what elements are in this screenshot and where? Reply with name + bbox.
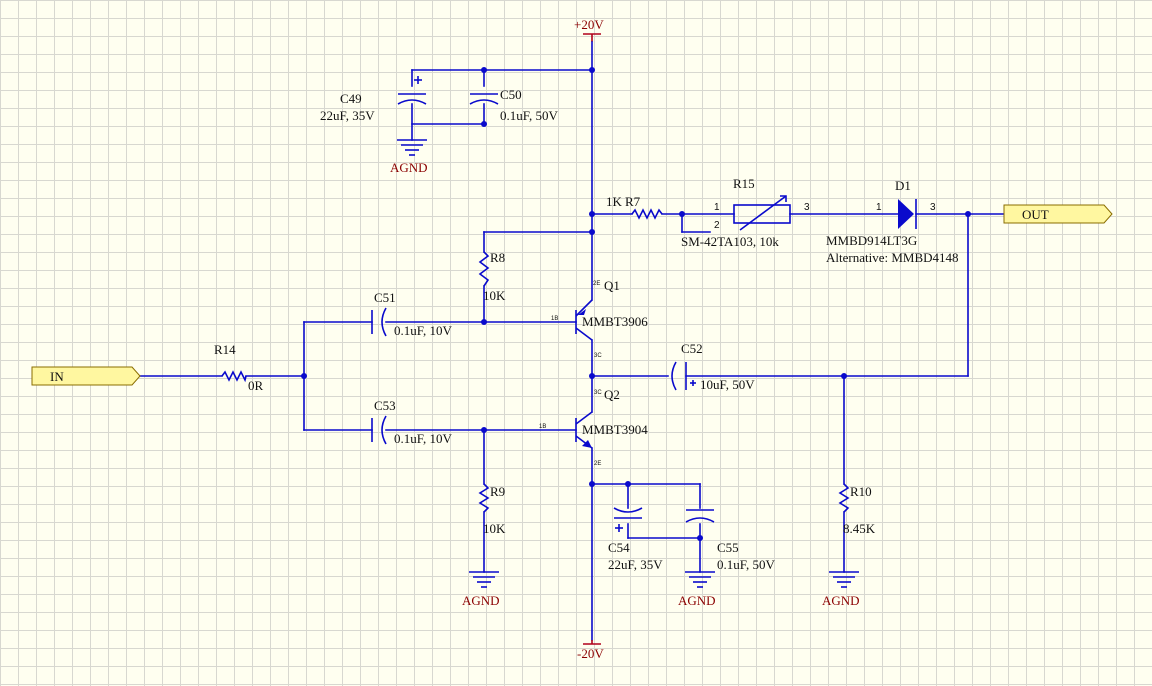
d1-alt: Alternative: MMBD4148 [826,250,959,265]
q1-value: MMBT3906 [582,314,648,329]
q1-pin-b: 1B [551,316,558,322]
gnd-label-2: AGND [462,593,500,608]
r10-ref: R10 [850,484,872,499]
c51-value: 0.1uF, 10V [394,323,452,338]
ground-r10: AGND [822,571,860,608]
r14-value: 0R [248,378,264,393]
capacitor-c53[interactable]: C53 0.1uF, 10V [371,398,452,446]
c53-value: 0.1uF, 10V [394,431,452,446]
potentiometer-r15[interactable]: R15 SM-42TA103, 10k 1 2 3 [681,176,810,249]
r15-value: SM-42TA103, 10k [681,234,779,249]
r7-ref: R7 [625,194,641,209]
r15-ref: R15 [733,176,755,191]
c55-value: 0.1uF, 50V [717,557,775,572]
capacitor-c49[interactable]: C49 22uF, 35V [320,76,427,123]
c54-ref: C54 [608,540,630,555]
junctions [301,67,971,541]
q1-ref: Q1 [604,278,620,293]
diode-d1[interactable]: D1 MMBD914LT3G Alternative: MMBD4148 1 3 [826,178,959,265]
ground-c55: AGND [678,571,716,608]
c53-ref: C53 [374,398,396,413]
q2-ref: Q2 [604,387,620,402]
r15-pin2: 2 [714,220,720,231]
capacitor-c55[interactable]: C55 0.1uF, 50V [685,509,775,572]
c52-value: 10uF, 50V [700,377,755,392]
resistor-r9[interactable]: R9 10K [478,483,506,536]
q2-pin-b: 1B [539,424,546,430]
gnd-label-1: AGND [390,160,428,175]
c50-value: 0.1uF, 50V [500,108,558,123]
gnd-label-3: AGND [678,593,716,608]
c52-ref: C52 [681,341,703,356]
c49-value: 22uF, 35V [320,108,375,123]
c50-ref: C50 [500,87,522,102]
gnd-label-4: AGND [822,593,860,608]
resistor-r10[interactable]: R10 8.45K [838,483,876,536]
ground-r9: AGND [462,571,500,608]
r9-ref: R9 [490,484,505,499]
port-out-label: OUT [1022,207,1049,222]
c55-ref: C55 [717,540,739,555]
c54-value: 22uF, 35V [608,557,663,572]
transistor-q2[interactable]: Q2 MMBT3904 3C 1B 2E [539,387,648,467]
q1-pin-c: 3C [594,353,602,359]
power-vpos-label: +20V [574,17,604,32]
capacitor-c51[interactable]: C51 0.1uF, 10V [371,290,452,338]
capacitor-c54[interactable]: C54 22uF, 35V [608,507,663,572]
q2-value: MMBT3904 [582,422,648,437]
q2-pin-e: 2E [594,461,601,467]
r14-ref: R14 [214,342,236,357]
power-vpos: +20V [574,17,604,42]
resistor-r14[interactable]: R14 0R [214,342,264,393]
d1-pin1: 1 [876,202,882,213]
r9-value: 10K [483,521,506,536]
q1-pin-e: 2E [593,281,600,287]
q2-pin-c: 3C [594,390,602,396]
d1-ref: D1 [895,178,911,193]
r10-value: 8.45K [843,521,876,536]
r8-ref: R8 [490,250,505,265]
r15-pin3: 3 [804,202,810,213]
r7-value: 1K [606,194,623,209]
r15-pin1: 1 [714,202,720,213]
port-in[interactable]: IN [31,366,141,386]
d1-pin3: 3 [930,202,936,213]
d1-value: MMBD914LT3G [826,233,917,248]
resistor-r8[interactable]: R8 10K [478,250,506,303]
port-out[interactable]: OUT [1003,204,1113,224]
c51-ref: C51 [374,290,396,305]
power-vneg-label: -20V [577,646,604,661]
port-in-label: IN [50,369,64,384]
ground-c49: AGND [390,139,428,175]
transistor-q1[interactable]: Q1 MMBT3906 2E 1B 3C [551,278,648,359]
wires [139,41,1005,641]
resistor-r7[interactable]: 1K R7 [606,194,663,220]
c49-ref: C49 [340,91,362,106]
r8-value: 10K [483,288,506,303]
power-vneg: -20V [577,640,604,661]
capacitor-c52[interactable]: C52 10uF, 50V [671,341,755,392]
capacitor-c50[interactable]: C50 0.1uF, 50V [469,87,558,123]
